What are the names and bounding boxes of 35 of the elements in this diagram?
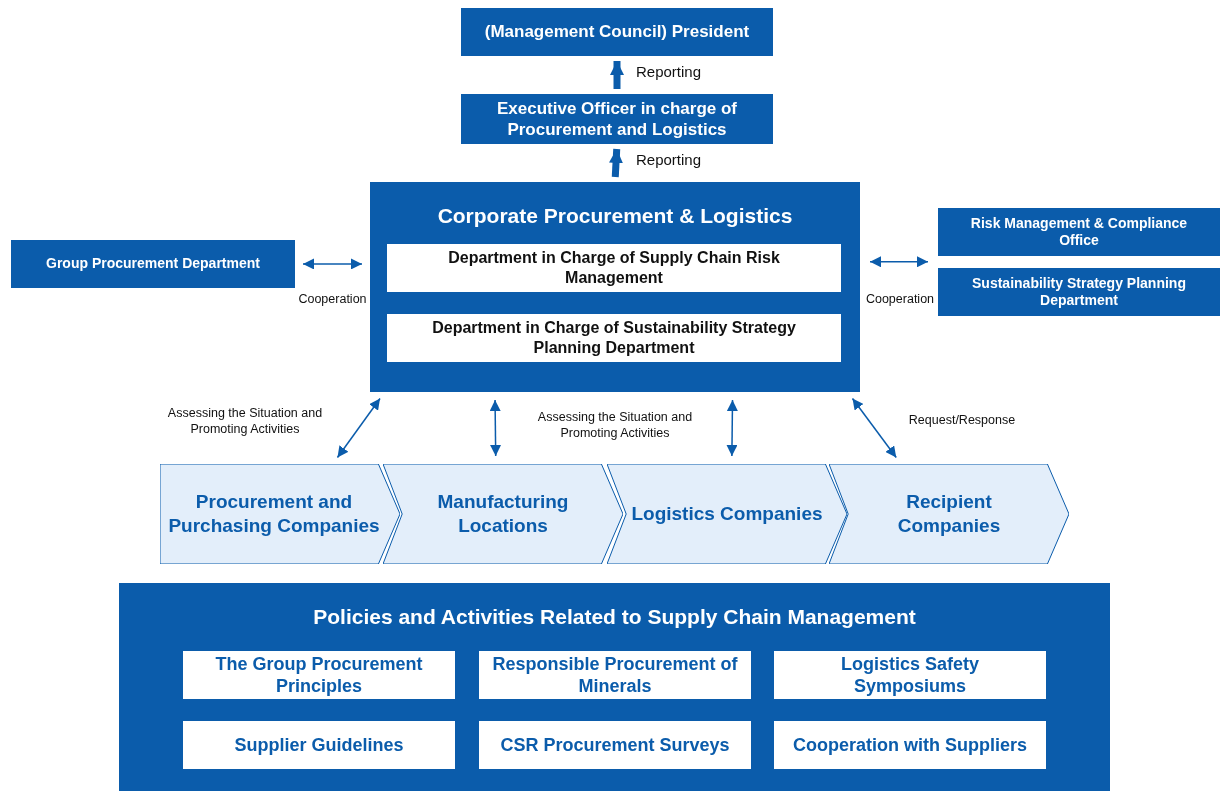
edge-label: Cooperation: [864, 292, 936, 308]
panel-title: Corporate Procurement & Logistics: [437, 203, 793, 229]
double-arrow: [336, 397, 381, 459]
section-panel: [119, 583, 1110, 791]
panel-title: Policies and Activities Related to Supply Chain Management: [313, 604, 916, 630]
double-arrow: [869, 256, 929, 268]
edge-label: Cooperation: [297, 292, 368, 308]
edge-label: Assessing the Situation and Promoting Activities: [166, 406, 324, 438]
double-arrow: [302, 258, 363, 270]
org-box: Group Procurement Department: [11, 240, 295, 288]
chevron-box: Recipient Companies: [829, 464, 1069, 564]
department-box: Department in Charge of Sustainability Strategy Planning Department: [387, 314, 841, 362]
edge-label: Request/Response: [907, 413, 1017, 429]
org-box: (Management Council) President: [461, 8, 773, 56]
edge-label: Reporting: [636, 151, 703, 170]
policy-box: CSR Procurement Surveys: [479, 721, 751, 769]
chevron-box: Manufacturing Locations: [383, 464, 623, 564]
policy-box: Cooperation with Suppliers: [774, 721, 1046, 769]
org-box: Risk Management & Compliance Office: [938, 208, 1220, 256]
chevron-box: Procurement and Purchasing Companies: [160, 464, 400, 564]
org-box: Executive Officer in charge of Procurement and Logistics: [461, 94, 773, 144]
chevron-box: Logistics Companies: [607, 464, 847, 564]
policy-box: Logistics Safety Symposiums: [774, 651, 1046, 699]
policy-box: The Group Procurement Principles: [183, 651, 455, 699]
edge-label: Assessing the Situation and Promoting Activities: [536, 410, 694, 442]
edge-label: Reporting: [636, 63, 703, 82]
org-box: Sustainability Strategy Planning Department: [938, 268, 1220, 316]
section-panel: [370, 182, 860, 392]
double-arrow: [489, 399, 502, 457]
policy-box: Responsible Procurement of Minerals: [479, 651, 751, 699]
department-box: Department in Charge of Supply Chain Risk Management: [387, 244, 841, 292]
double-arrow: [726, 399, 738, 457]
policy-box: Supplier Guidelines: [183, 721, 455, 769]
double-arrow: [851, 397, 897, 459]
arrow: [609, 148, 623, 178]
